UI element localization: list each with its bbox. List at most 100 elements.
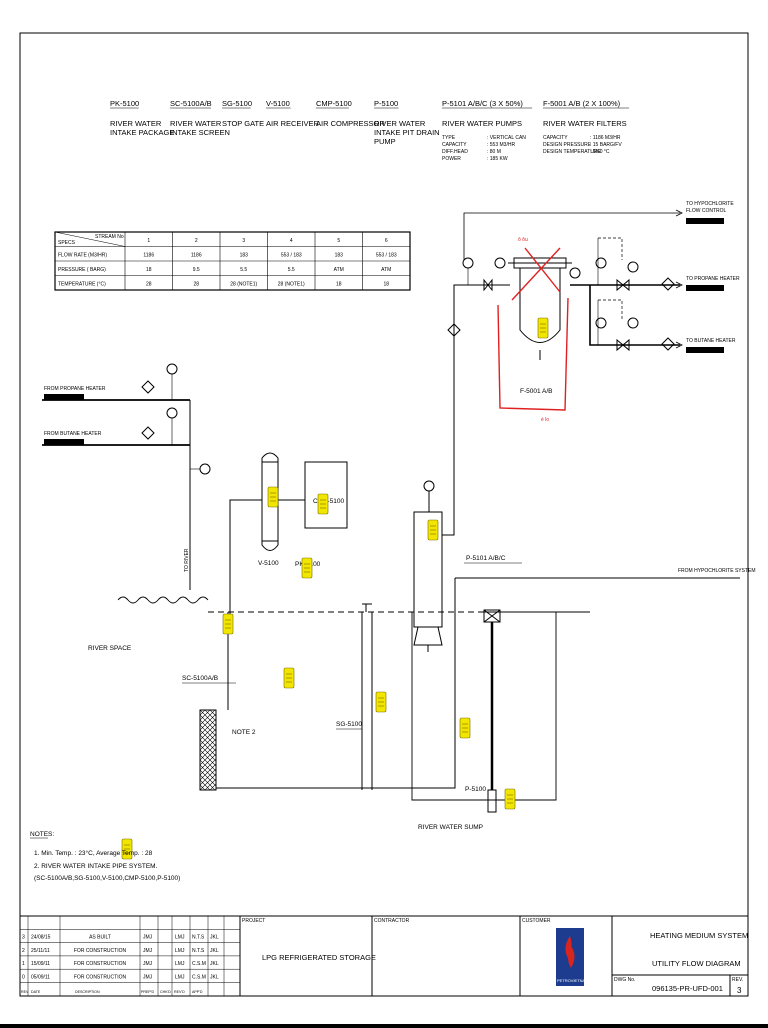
rev-header: APP'D [192,990,203,994]
rev-number: 2 [22,948,25,954]
air-compressor [304,461,348,529]
table-cell: 28 [193,282,199,288]
rev-date: 24/08/15 [31,935,51,941]
table-header-cell: 5 [337,238,340,244]
rev-number: 1 [22,961,25,967]
rev-by: JMJ [143,935,153,941]
rev-date: 05/09/11 [31,975,50,981]
temperature-gauge-icon [569,267,581,279]
spec-value: : VERTICAL CAN [487,135,526,141]
sticky-note-icon[interactable] [375,691,387,713]
rev-by: JMJ [143,975,153,981]
rev-header: DESCRIPTION [75,990,100,994]
rev-header: DATE [31,990,41,994]
table-header-cell: 1 [147,238,150,244]
sticky-note-icon[interactable] [504,788,516,810]
customer-label: CUSTOMER [522,918,551,924]
arrow-icon [675,341,683,349]
cmp5100-label: CMP-5100 [313,498,344,505]
table-header-cell: 4 [290,238,293,244]
table-cell: 5.5 [288,267,295,273]
vertical-pump [413,480,443,652]
rev-header: PREP'D [141,990,154,994]
table-header-cell: 6 [385,238,388,244]
red-markup [497,247,569,411]
table-cell: 1186 [191,253,202,259]
equipment-desc: AIR COMPRESSOR [316,119,385,128]
stop-gate [361,603,373,790]
sticky-notes [121,317,549,860]
control-valve-icon [616,317,639,352]
table-row-label: PRESSURE ( BARG) [58,267,106,273]
spec-value: : 553 M3/HR [487,142,515,148]
note-2: 2. RIVER WATER INTAKE PIPE SYSTEM. [34,863,158,870]
sticky-note-icon[interactable] [427,519,439,541]
p5100-label: P-5100 [465,786,486,793]
project-label: PROJECT [242,918,265,924]
river-space-label: RIVER SPACE [88,645,132,652]
to-butane-heater-label: TO BUTANE HEATER [686,338,736,344]
rev-app: C.S.M [192,961,206,967]
sticky-note-icon[interactable] [283,667,295,689]
table-cell: 18 [336,282,342,288]
table-cell: 5.5 [240,267,247,273]
equipment-desc: INTAKE PACKAGE [110,128,174,137]
spec-key: CAPACITY [543,135,568,141]
sheet-border [19,32,749,997]
markup-note: ô ôu [518,237,528,243]
sump-outline [411,612,557,801]
equipment-tag: F-5001 A/B (2 X 100%) [543,99,621,108]
p5101-label: P-5101 A/B/C [466,555,506,562]
sheet-number: 3 [737,986,742,995]
dwg-no-label: DWG No. [614,977,635,983]
sticky-note-icon[interactable] [267,486,279,508]
spec-key: DESIGN PRESSURE [543,142,592,148]
equipment-desc: RIVER WATER PUMPS [442,119,522,128]
rev-chk: LMJ [175,948,185,954]
from-propane-label: FROM PROPANE HEATER [44,386,106,392]
stream-marker-icon [661,277,675,291]
sticky-note-icon[interactable] [222,613,234,635]
offpage-connector [44,439,84,445]
drawing-title-2: UTILITY FLOW DIAGRAM [652,959,741,968]
equipment-desc: STOP GATE [222,119,264,128]
table-cell: 28 (NOTE1) [278,282,305,288]
to-river-label: TO RIVER [184,548,190,572]
rev-app: N.T.S [192,948,205,954]
equipment-tag: P-5100 [374,99,398,108]
to-hypochlorite-label: TO HYPOCHLORITE [686,201,734,207]
table-corner-label: STREAM No [95,234,124,240]
rev-app2: JKL [210,975,219,981]
from-butane-label: FROM BUTANE HEATER [44,431,102,437]
note2-label: NOTE 2 [232,729,256,736]
table-cell: 18 [146,267,152,273]
rev-chk: LMJ [175,935,185,941]
equipment-desc: RIVER WATER [110,119,162,128]
note-3: (SC-5100A/B,SG-5100,V-5100,CMP-5100,P-51… [34,875,180,882]
sticky-note-icon[interactable] [121,838,133,860]
offpage-connector [44,394,84,400]
butane-supply-line [589,285,680,346]
equipment-tag: SC-5100A/B [170,99,212,108]
rev-header: CHK'D [160,990,171,994]
pressure-gauge-icon [494,257,506,269]
table-row-label: TEMPERATURE (°C) [58,282,106,288]
table-cell: 28 (NOTE1) [230,282,257,288]
sticky-note-icon[interactable] [317,493,329,515]
air-receiver-vessel [261,452,279,551]
rev-by: JMJ [143,948,153,954]
equipment-tag: SG-5100 [222,99,252,108]
equipment-tag: P-5101 A/B/C (3 X 50%) [442,99,523,108]
table-cell: ATM [381,267,391,273]
rev-header: REV'D [174,990,185,994]
rev-desc: AS BUILT [89,935,111,941]
stream-marker-icon [141,426,155,440]
sc5100-label: SC-5100A/B [182,675,218,682]
sticky-note-icon[interactable] [537,317,549,339]
company-logo: PETROVIETNAM [556,928,589,986]
markup-note: é lo [541,417,549,423]
sticky-note-icon[interactable] [459,717,471,739]
sticky-note-icon[interactable] [301,557,313,579]
